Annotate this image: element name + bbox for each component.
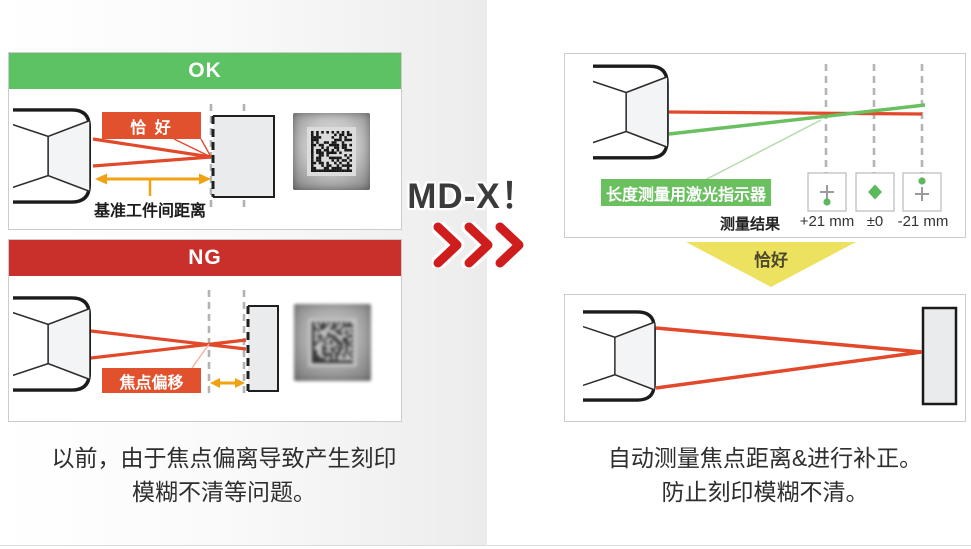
right-caption-line1: 自动测量焦点距离&进行补正。 — [607, 445, 923, 471]
focus-ok-tag: 恰 好 — [102, 112, 201, 139]
result-value-minus21: -21 mm — [897, 213, 949, 230]
ok-panel-diagram — [92, 104, 275, 209]
callout-line — [191, 343, 210, 369]
laser-beam — [655, 350, 923, 390]
laser-spot-icon — [823, 198, 831, 206]
datamatrix-quiet-zone — [307, 127, 356, 176]
workpiece — [248, 305, 279, 392]
chevrons-right-icon — [432, 222, 527, 268]
callout-line — [200, 138, 212, 158]
laser-beam — [90, 338, 247, 360]
result-value-plus21: +21 mm — [799, 213, 855, 230]
laser-beam — [92, 155, 212, 168]
down-arrow-icon — [686, 242, 856, 287]
just-right-label: 恰好 — [754, 251, 788, 270]
laser-beam — [655, 326, 923, 354]
laser-head-illustration — [13, 296, 91, 392]
ng-panel-header: NG — [9, 240, 401, 276]
laser-beam — [90, 329, 247, 351]
ng-panel: NG 焦点偏移 — [8, 239, 402, 422]
datamatrix-quiet-zone — [308, 318, 357, 367]
marking-laser-beam — [668, 110, 923, 116]
focus-shift-tag: 焦点偏移 — [102, 368, 201, 393]
measurement-panel: 长度测量用激光指示器 测量结果 +21 mm ±0 -21 mm — [564, 53, 966, 238]
workpiece — [213, 115, 275, 198]
right-caption-line2: 防止刻印模糊不清。 — [661, 479, 869, 505]
corrected-panel — [564, 294, 966, 422]
laser-spot-icon — [918, 177, 926, 185]
ok-panel: OK 恰 好 基准工件间距离 — [8, 52, 402, 230]
arrowhead-right-icon — [199, 173, 211, 185]
arrowhead-left-icon — [95, 173, 107, 185]
reference-distance-label: 基准工件间距离 — [93, 203, 206, 220]
laser-spot-centered-icon — [868, 184, 882, 200]
laser-head-illustration — [593, 64, 669, 160]
measurement-laser-beam — [668, 103, 926, 136]
datamatrix-photo-sharp — [293, 113, 370, 190]
laser-beam — [92, 137, 212, 159]
result-value-zero: ±0 — [866, 213, 884, 230]
arrowhead-left-icon — [210, 378, 220, 388]
bottom-divider — [0, 545, 971, 546]
ng-panel-diagram — [90, 290, 279, 396]
arrowhead-right-icon — [235, 378, 245, 388]
datamatrix-code-icon — [311, 131, 352, 172]
measurement-laser-tag: 长度测量用激光指示器 — [601, 179, 771, 206]
datamatrix-code-icon — [312, 322, 353, 363]
callout-line — [704, 119, 822, 181]
ok-panel-header: OK — [9, 53, 401, 89]
callout-line — [173, 138, 212, 158]
result-box-minus21 — [902, 172, 942, 212]
laser-head-illustration — [583, 310, 656, 402]
product-name: MD-X！ — [407, 177, 537, 216]
right-caption: 自动测量焦点距离&进行补正。 防止刻印模糊不清。 — [564, 441, 966, 509]
measurement-diagram — [668, 64, 942, 212]
result-box-plus21 — [807, 172, 847, 212]
left-caption-line1: 以前，由于焦点偏离导致产生刻印 — [51, 445, 397, 471]
left-caption-line2: 模糊不清等问题。 — [132, 479, 316, 505]
datamatrix-photo-blurry — [294, 304, 371, 381]
laser-head-illustration — [13, 108, 91, 204]
result-caption: 测量结果 — [719, 216, 780, 233]
result-box-zero — [855, 172, 895, 212]
workpiece — [921, 306, 958, 406]
left-caption: 以前，由于焦点偏离导致产生刻印 模糊不清等问题。 — [2, 441, 446, 509]
corrected-diagram — [655, 306, 958, 406]
